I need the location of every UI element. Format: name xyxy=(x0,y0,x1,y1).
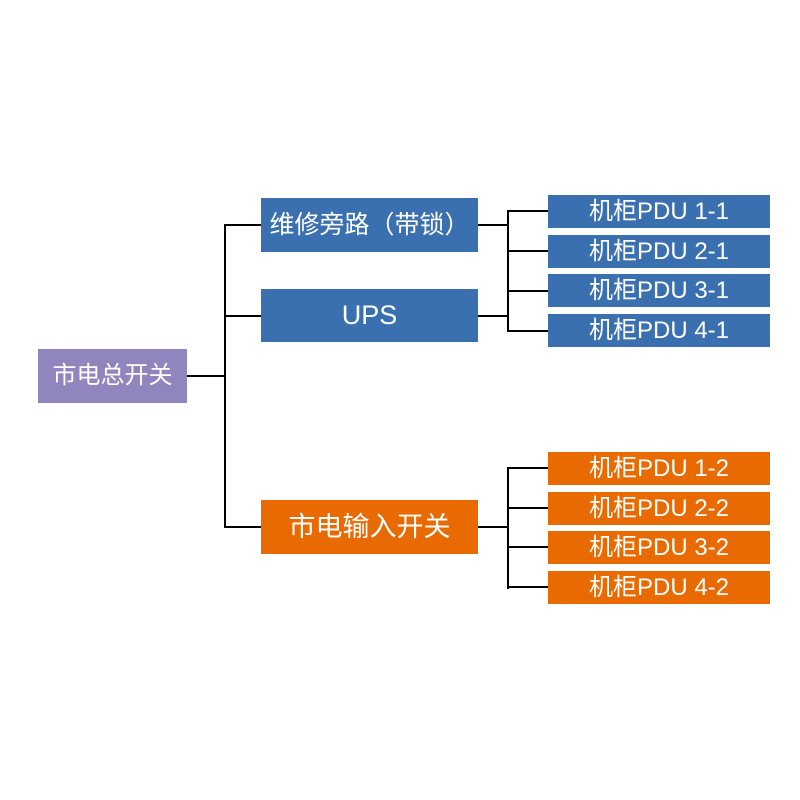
node-pdu-3-2: 机柜PDU 3-2 xyxy=(548,531,770,564)
connector-pdu-1-1 xyxy=(507,210,548,212)
node-pdu-1-2: 机柜PDU 1-2 xyxy=(548,452,770,485)
connector-pdu-2-1 xyxy=(507,250,548,252)
node-pdu-3-1: 机柜PDU 3-1 xyxy=(548,274,770,307)
connector-branch-bypass xyxy=(224,224,261,226)
connector-branch-mains xyxy=(224,526,261,528)
connector-mains-out xyxy=(478,526,508,528)
connector-bottom-trunk xyxy=(507,467,509,589)
node-pdu-4-1: 机柜PDU 4-1 xyxy=(548,314,770,347)
connector-left-trunk xyxy=(224,224,226,528)
connector-pdu-3-1 xyxy=(507,290,548,292)
node-maintenance-bypass: 维修旁路（带锁） xyxy=(261,198,478,252)
node-pdu-2-1: 机柜PDU 2-1 xyxy=(548,235,770,268)
connector-bypass-out xyxy=(478,224,508,226)
node-main-power-switch: 市电总开关 xyxy=(38,349,187,403)
node-pdu-4-2: 机柜PDU 4-2 xyxy=(548,571,770,604)
connector-pdu-3-2 xyxy=(507,546,548,548)
connector-pdu-1-2 xyxy=(507,467,548,469)
connector-pdu-2-2 xyxy=(507,507,548,509)
node-mains-input-switch: 市电输入开关 xyxy=(261,500,478,554)
node-pdu-1-1: 机柜PDU 1-1 xyxy=(548,195,770,228)
connector-branch-ups xyxy=(224,315,261,317)
connector-ups-out xyxy=(478,315,508,317)
connector-root-stub xyxy=(187,375,225,377)
node-pdu-2-2: 机柜PDU 2-2 xyxy=(548,492,770,525)
connector-pdu-4-1 xyxy=(507,330,548,332)
node-ups: UPS xyxy=(261,289,478,342)
connector-top-trunk xyxy=(507,210,509,332)
connector-pdu-4-2 xyxy=(507,586,548,588)
